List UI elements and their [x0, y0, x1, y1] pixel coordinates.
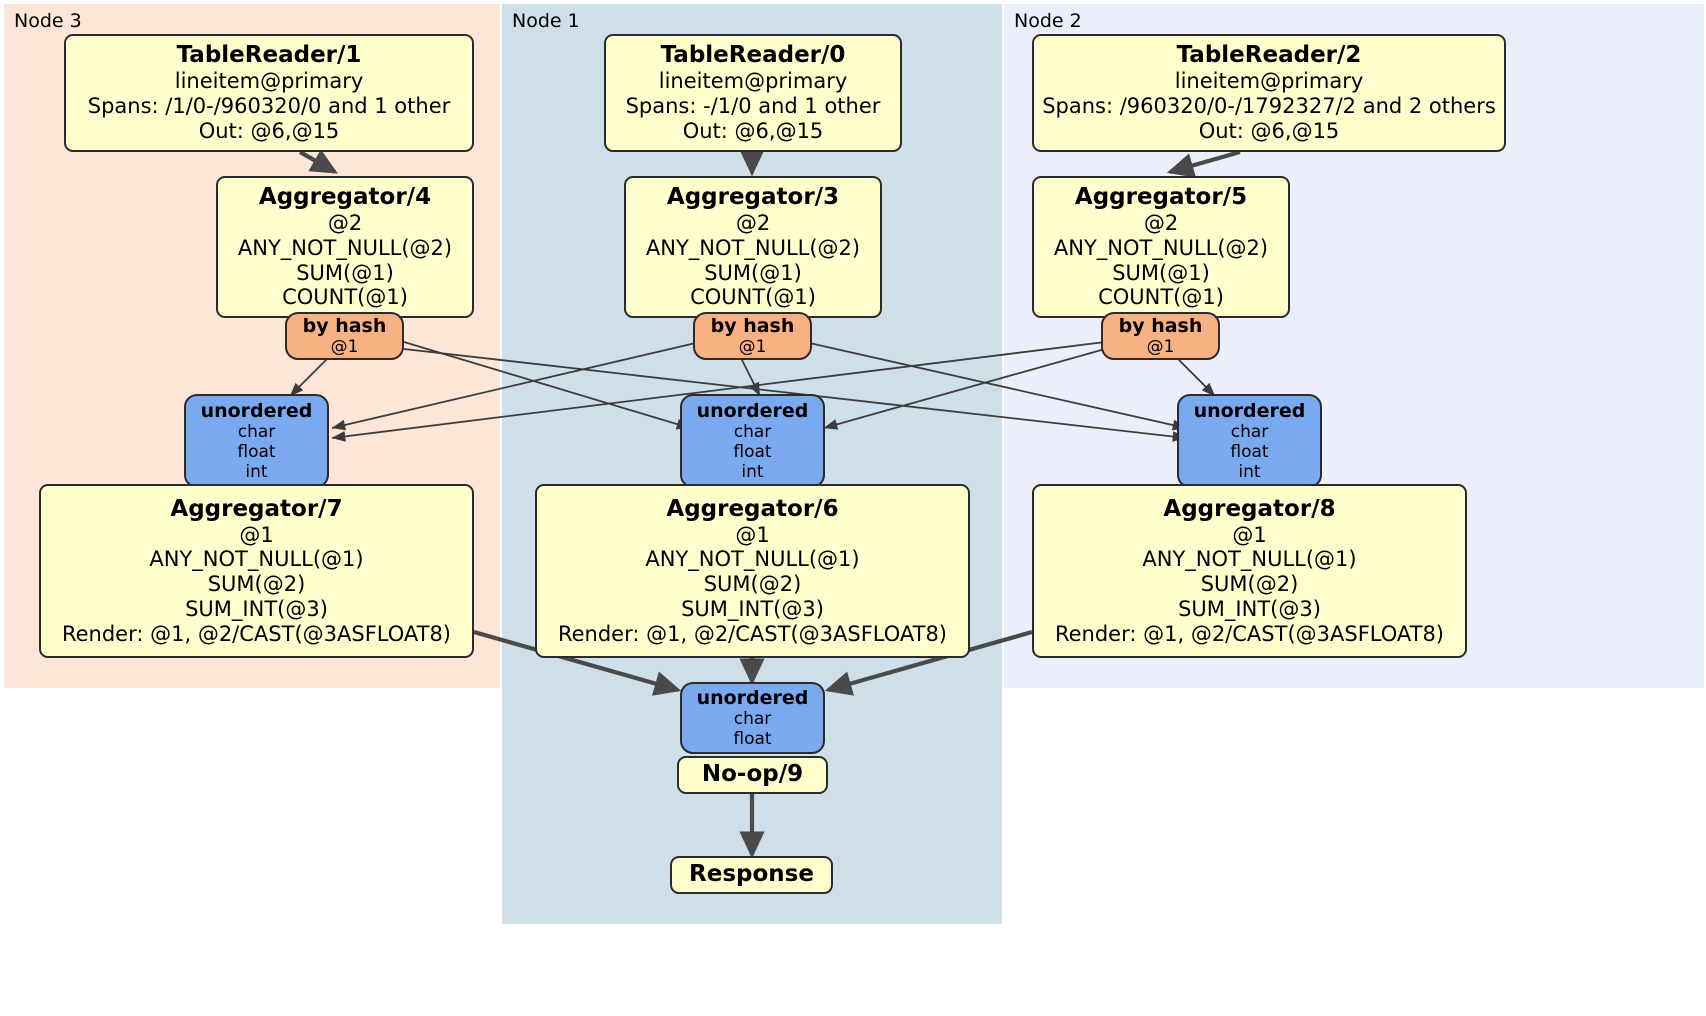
sync-unordered-final[interactable]: unordered char float	[680, 682, 825, 754]
node-aggregator-4[interactable]: Aggregator/4 @2 ANY_NOT_NULL(@2) SUM(@1)…	[216, 176, 474, 318]
node-line: Out: @6,@15	[1198, 118, 1340, 143]
sync-line: float	[1230, 442, 1269, 463]
region-label-node-2: Node 2	[1014, 10, 1082, 32]
node-response[interactable]: Response	[670, 856, 833, 894]
node-line: @2	[735, 211, 771, 236]
node-title: Aggregator/4	[258, 183, 432, 210]
router-by-hash-center[interactable]: by hash @1	[693, 312, 812, 360]
node-title: Aggregator/3	[666, 183, 840, 210]
node-line: Spans: /1/0-/960320/0 and 1 other	[87, 94, 451, 119]
node-line: SUM(@2)	[1200, 572, 1299, 597]
sync-line: float	[733, 729, 772, 750]
node-aggregator-5[interactable]: Aggregator/5 @2 ANY_NOT_NULL(@2) SUM(@1)…	[1032, 176, 1290, 318]
sync-unordered-center[interactable]: unordered char float int	[680, 394, 825, 488]
node-line: SUM(@2)	[703, 572, 802, 597]
node-tablereader-1[interactable]: TableReader/1 lineitem@primary Spans: /1…	[64, 34, 474, 152]
sync-title: unordered	[1193, 399, 1306, 422]
node-line: @1	[239, 522, 274, 547]
router-line: @1	[1146, 337, 1175, 358]
sync-line: int	[741, 462, 764, 483]
node-line: ANY_NOT_NULL(@1)	[645, 547, 860, 572]
node-line: Render: @1, @2/CAST(@3ASFLOAT8)	[1054, 621, 1445, 646]
node-line: COUNT(@1)	[690, 285, 816, 310]
node-title: TableReader/1	[176, 42, 362, 69]
node-line: SUM(@1)	[1112, 260, 1210, 285]
sync-line: char	[1230, 422, 1269, 443]
node-line: SUM_INT(@3)	[681, 596, 824, 621]
router-line: @1	[330, 337, 359, 358]
sync-title: unordered	[696, 686, 809, 709]
sync-unordered-left[interactable]: unordered char float int	[184, 394, 329, 488]
node-line: ANY_NOT_NULL(@2)	[237, 235, 453, 260]
node-line: @2	[327, 211, 363, 236]
node-line: ANY_NOT_NULL(@1)	[1142, 547, 1357, 572]
node-no-op-9[interactable]: No-op/9	[677, 756, 828, 794]
node-line: ANY_NOT_NULL(@2)	[645, 235, 861, 260]
node-aggregator-3[interactable]: Aggregator/3 @2 ANY_NOT_NULL(@2) SUM(@1)…	[624, 176, 882, 318]
node-title: Aggregator/7	[170, 495, 343, 522]
sync-line: char	[733, 422, 772, 443]
node-aggregator-6[interactable]: Aggregator/6 @1 ANY_NOT_NULL(@1) SUM(@2)…	[535, 484, 970, 658]
node-line: Out: @6,@15	[198, 118, 340, 143]
node-line: lineitem@primary	[174, 69, 364, 94]
router-title: by hash	[710, 314, 795, 337]
node-tablereader-2[interactable]: TableReader/2 lineitem@primary Spans: /9…	[1032, 34, 1506, 152]
sync-line: int	[1238, 462, 1261, 483]
router-by-hash-right[interactable]: by hash @1	[1101, 312, 1220, 360]
sync-line: char	[733, 709, 772, 730]
sync-line: int	[245, 462, 268, 483]
region-label-node-1: Node 1	[512, 10, 580, 32]
node-line: lineitem@primary	[658, 69, 848, 94]
node-title: TableReader/2	[1176, 42, 1362, 69]
node-line: Render: @1, @2/CAST(@3ASFLOAT8)	[557, 621, 948, 646]
node-line: SUM_INT(@3)	[1178, 596, 1321, 621]
region-label-node-3: Node 3	[14, 10, 82, 32]
node-title: Aggregator/8	[1163, 495, 1336, 522]
node-line: COUNT(@1)	[1098, 285, 1224, 310]
node-line: SUM_INT(@3)	[185, 596, 328, 621]
node-title: No-op/9	[701, 761, 804, 788]
node-line: @1	[735, 522, 770, 547]
node-line: ANY_NOT_NULL(@1)	[149, 547, 364, 572]
sync-line: float	[733, 442, 772, 463]
node-line: @1	[1232, 522, 1267, 547]
sync-unordered-right[interactable]: unordered char float int	[1177, 394, 1322, 488]
node-line: SUM(@2)	[207, 572, 306, 597]
node-line: Out: @6,@15	[682, 118, 824, 143]
sync-title: unordered	[200, 399, 313, 422]
node-line: Spans: /960320/0-/1792327/2 and 2 others	[1042, 94, 1496, 119]
sync-line: float	[237, 442, 276, 463]
node-line: COUNT(@1)	[282, 285, 408, 310]
node-aggregator-8[interactable]: Aggregator/8 @1 ANY_NOT_NULL(@1) SUM(@2)…	[1032, 484, 1467, 658]
node-aggregator-7[interactable]: Aggregator/7 @1 ANY_NOT_NULL(@1) SUM(@2)…	[39, 484, 474, 658]
router-by-hash-left[interactable]: by hash @1	[285, 312, 404, 360]
sync-title: unordered	[696, 399, 809, 422]
node-line: lineitem@primary	[1174, 69, 1364, 94]
node-line: @2	[1143, 211, 1179, 236]
sync-line: char	[237, 422, 276, 443]
node-line: ANY_NOT_NULL(@2)	[1053, 235, 1269, 260]
router-title: by hash	[302, 314, 387, 337]
node-title: TableReader/0	[660, 42, 846, 69]
node-line: Render: @1, @2/CAST(@3ASFLOAT8)	[61, 621, 452, 646]
node-tablereader-0[interactable]: TableReader/0 lineitem@primary Spans: -/…	[604, 34, 902, 152]
node-line: SUM(@1)	[296, 260, 394, 285]
node-title: Response	[689, 861, 814, 888]
node-line: Spans: -/1/0 and 1 other	[625, 94, 881, 119]
router-line: @1	[738, 337, 767, 358]
node-title: Aggregator/5	[1074, 183, 1248, 210]
router-title: by hash	[1118, 314, 1203, 337]
node-title: Aggregator/6	[666, 495, 839, 522]
node-line: SUM(@1)	[704, 260, 802, 285]
